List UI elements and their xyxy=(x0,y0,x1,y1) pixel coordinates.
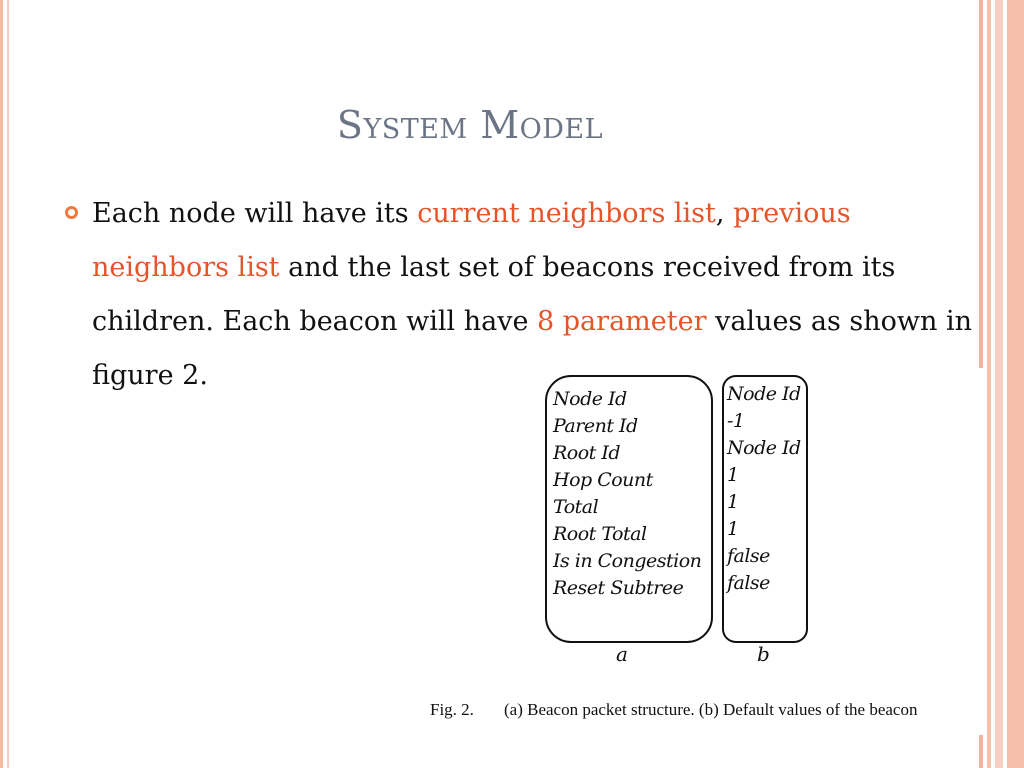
right-decor-bar xyxy=(979,0,983,368)
beacon-field: Reset Subtree xyxy=(553,577,684,599)
beacon-field: Parent Id xyxy=(553,415,638,437)
bullet-text-segment: and the last set of beacons received fro… xyxy=(92,252,896,337)
beacon-field: Root Total xyxy=(553,523,647,545)
beacon-field: Is in Congestion xyxy=(553,550,702,572)
beacon-field: Node Id xyxy=(553,388,627,410)
beacon-field: Hop Count xyxy=(553,469,653,491)
highlighted-term: previous neighbors list xyxy=(92,198,851,283)
right-decor-bar xyxy=(995,0,1003,768)
figure-caption: Fig. 2. (a) Beacon packet structure. (b) … xyxy=(430,700,917,720)
figure-caption-text: (a) Beacon packet structure. (b) Default… xyxy=(504,700,918,719)
bullet-text-segment: values as shown in figure 2. xyxy=(92,306,973,391)
left-decor-stripe-inner xyxy=(7,0,9,768)
left-decor-stripe xyxy=(0,0,3,768)
figure-caption-number: Fig. 2. xyxy=(430,700,474,719)
bullet-paragraph: Each node will have its current neighbor… xyxy=(92,187,972,403)
beacon-default-value: 1 xyxy=(727,464,739,486)
right-decor-bar-bottom xyxy=(979,735,983,768)
beacon-default-value: Node Id xyxy=(727,383,801,405)
beacon-default-value: false xyxy=(727,572,770,594)
right-decor-bar xyxy=(1007,0,1024,768)
beacon-default-value: 1 xyxy=(727,491,739,513)
highlighted-term: current neighbors list xyxy=(417,198,716,229)
subfigure-label-b: b xyxy=(757,642,770,666)
beacon-field: Root Id xyxy=(553,442,621,464)
right-decor-bar xyxy=(987,0,991,768)
bullet-text-segment: Each node will have its xyxy=(92,198,418,229)
beacon-defaults-box xyxy=(722,375,808,643)
beacon-default-value: false xyxy=(727,545,770,567)
bullet-circle-icon xyxy=(65,206,78,219)
beacon-field: Total xyxy=(553,496,599,518)
slide-title: System Model xyxy=(336,103,604,147)
subfigure-label-a: a xyxy=(616,642,628,666)
bullet-text-segment: , xyxy=(715,198,734,229)
beacon-default-value: -1 xyxy=(727,410,745,432)
beacon-structure-box xyxy=(545,375,713,643)
beacon-default-value: Node Id xyxy=(727,437,801,459)
beacon-default-value: 1 xyxy=(727,518,739,540)
highlighted-term: 8 parameter xyxy=(537,306,707,337)
